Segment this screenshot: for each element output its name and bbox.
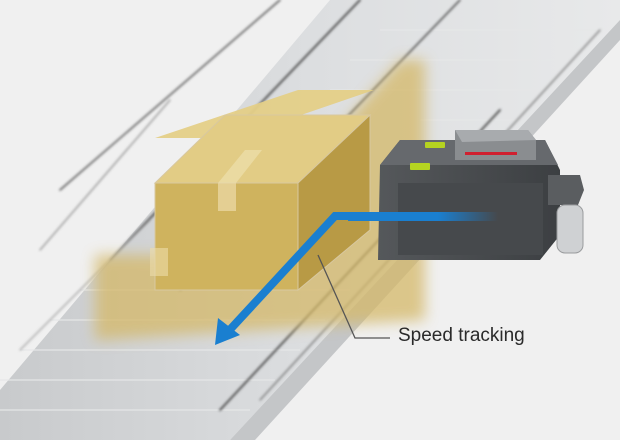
indicator-light	[410, 163, 430, 170]
scanner-device	[378, 130, 584, 260]
leader-line	[317, 254, 390, 339]
laser-window	[465, 152, 517, 155]
arrow-head-icon	[215, 318, 240, 345]
speed-tracking-arrow	[215, 212, 498, 345]
speed-tracking-label: Speed tracking	[398, 325, 525, 346]
indicator-light	[425, 142, 445, 148]
mount-bracket	[557, 205, 583, 253]
cardboard-box	[150, 90, 374, 292]
